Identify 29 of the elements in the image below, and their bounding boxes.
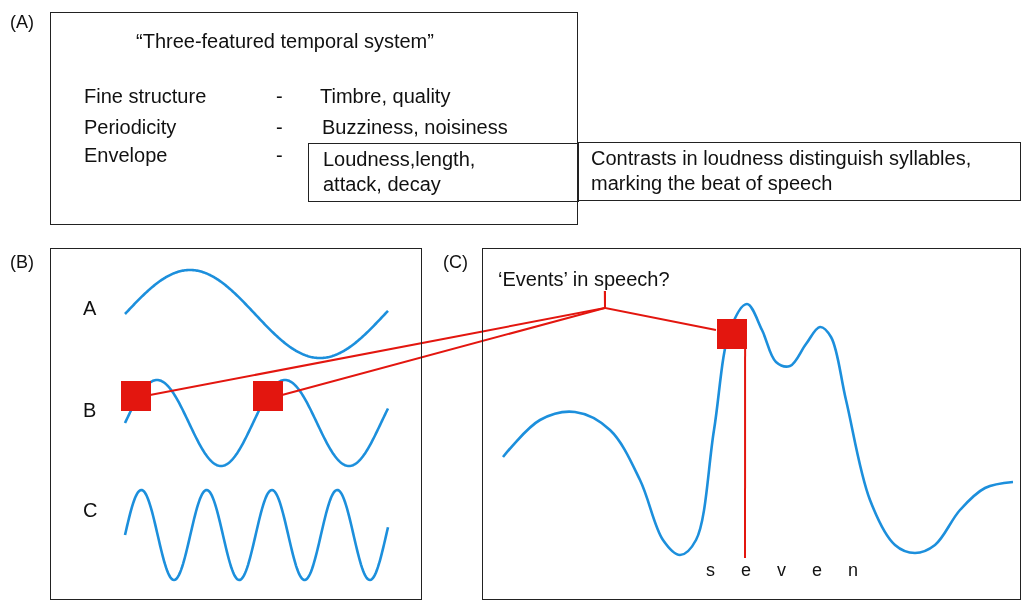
dash: - — [276, 144, 283, 166]
leader-line — [603, 290, 717, 331]
panel-frame — [50, 248, 422, 600]
highlight-square — [717, 319, 747, 349]
dash: - — [276, 85, 283, 107]
feature-description: Buzziness, noisiness — [322, 116, 508, 138]
question-text: ‘Events’ in speech? — [498, 268, 670, 290]
dash: - — [276, 116, 283, 138]
text-box — [308, 143, 579, 202]
note-text: Contrasts in loudness distinguish syllables, marking the beat of speech — [590, 146, 973, 196]
panel-label: (A) — [10, 12, 34, 33]
text-box — [577, 142, 1021, 201]
highlight-square — [121, 381, 151, 411]
panel-frame — [50, 12, 578, 225]
wave-label: B — [83, 399, 97, 421]
spoken-word-label: s e v e n — [706, 560, 859, 580]
feature-name: Fine structure — [84, 85, 207, 107]
wave-label: C — [83, 499, 98, 521]
highlight-square — [253, 381, 283, 411]
feature-name: Periodicity — [84, 116, 177, 138]
wave-label: A — [83, 297, 97, 319]
feature-description: Timbre, quality — [320, 85, 451, 107]
panel-frame — [482, 248, 1021, 600]
note-text: Loudness,length, attack, decay — [322, 147, 477, 197]
heading: “Three-featured temporal system” — [136, 30, 434, 52]
panel-label: (C) — [443, 252, 468, 273]
panel-label: (B) — [10, 252, 34, 273]
feature-name: Envelope — [84, 144, 168, 166]
leader-line — [744, 347, 747, 559]
